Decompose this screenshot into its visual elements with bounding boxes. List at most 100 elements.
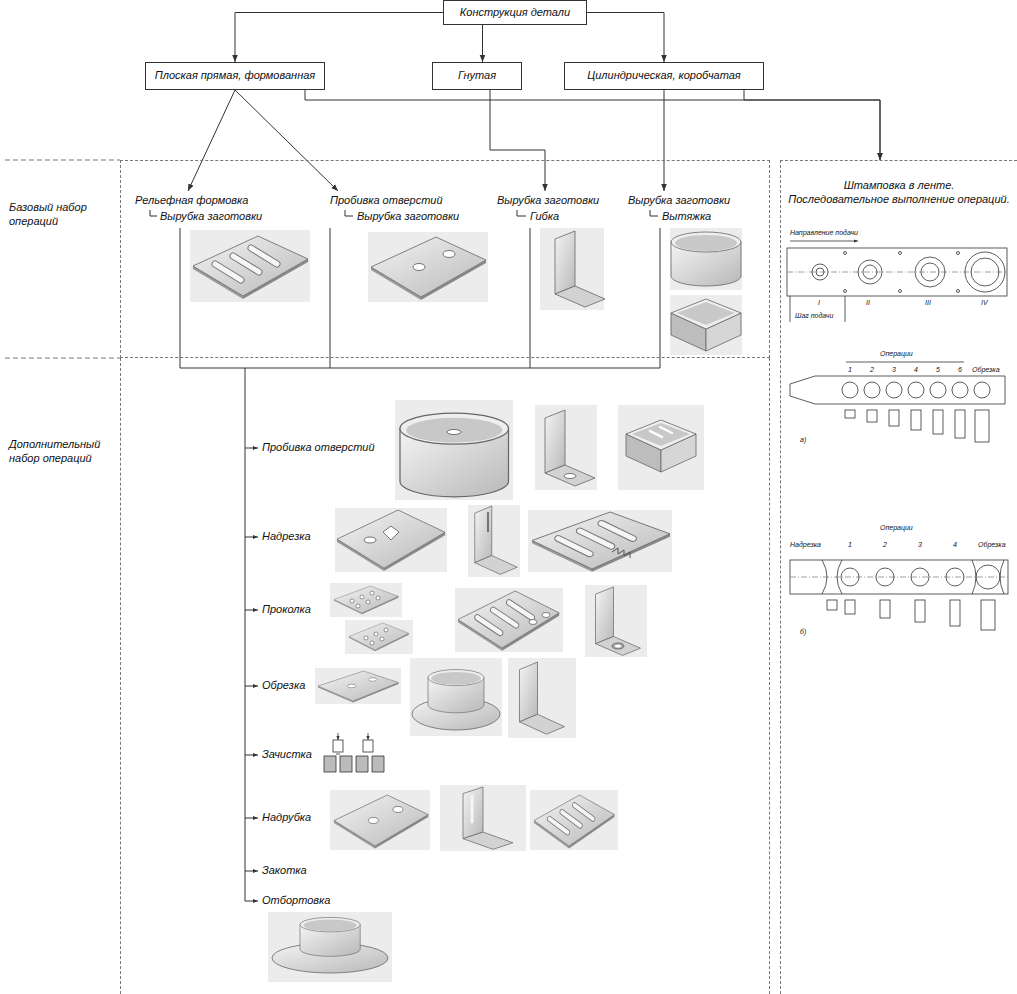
part-render (334, 795, 428, 849)
strip-drawing (899, 252, 902, 255)
node-text: Конструкция детали (460, 6, 570, 20)
strip-drawing (952, 382, 968, 398)
part-render (340, 756, 352, 772)
part-render (324, 733, 384, 772)
grid-lines (5, 160, 120, 358)
part-render (615, 645, 621, 648)
operation-label: Отбортовка (262, 894, 330, 907)
panel-heading: Последовательное выполнение операций. (781, 193, 1017, 207)
part-render (585, 585, 647, 657)
strip-drawing (971, 258, 999, 286)
part-render (193, 236, 308, 299)
part-render (300, 917, 360, 956)
strip-drawing (822, 560, 842, 594)
part-render (368, 232, 488, 302)
part-render (458, 591, 559, 651)
strip-label: 1 (848, 366, 852, 374)
part-render (334, 586, 398, 614)
strip-label: IV (981, 299, 988, 307)
leader-lines (245, 610, 258, 611)
strip-drawing (844, 290, 847, 293)
part-render (670, 228, 742, 290)
leader-lines (345, 210, 353, 216)
part-render (475, 506, 518, 574)
part-render (447, 430, 461, 435)
leader-lines (245, 871, 258, 872)
part-render (671, 232, 741, 286)
part-render (455, 588, 563, 652)
leader-lines (517, 210, 526, 216)
strip-label: 2 (883, 541, 887, 549)
strip-drawing (812, 264, 828, 280)
strip-drawing (864, 382, 880, 398)
operation-label: Вырубка заготовки (357, 210, 459, 223)
strip-drawing (846, 362, 964, 363)
strip-drawing (844, 252, 847, 255)
part-render (475, 506, 518, 574)
part-render (300, 917, 360, 956)
part-render (529, 620, 537, 625)
part-render (383, 526, 399, 540)
part-render (596, 587, 641, 655)
strip-drawing (790, 241, 858, 242)
operation-label: Надрубка (262, 811, 311, 824)
operation-label: Пробивка отверстий (262, 441, 375, 454)
leader-lines (180, 368, 660, 369)
strip-drawing (863, 265, 877, 279)
part-render (335, 508, 447, 572)
part-render (558, 523, 632, 553)
operation-label: Вырубка заготовки (497, 194, 599, 207)
part-render (371, 237, 486, 300)
part-render (370, 641, 374, 645)
part-render (193, 236, 308, 299)
part-render (670, 295, 742, 355)
operation-label: Зачистка (262, 748, 312, 761)
part-render (532, 512, 670, 572)
part-render (347, 678, 376, 688)
leader-lines (235, 90, 338, 191)
leader-lines (245, 818, 258, 819)
strip-drawing (816, 268, 824, 276)
strip-drawing (915, 600, 925, 622)
node-text: Плоская прямая, формованная (155, 69, 315, 83)
strip-drawing (858, 260, 882, 284)
part-render (520, 662, 565, 734)
strip-label: 3 (918, 541, 922, 549)
strip-drawing (933, 410, 943, 434)
leader-lines (664, 90, 665, 191)
part-render (360, 595, 364, 599)
part-render (463, 787, 513, 849)
part-render (330, 583, 402, 617)
node-text: Цилиндрическая, коробчатая (587, 69, 741, 83)
strip-label: Надрезка (790, 541, 821, 549)
part-render (337, 510, 445, 571)
part-render (618, 405, 704, 490)
strip-label: 6 (958, 366, 962, 374)
strip-drawing (841, 568, 859, 586)
part-render (370, 591, 374, 595)
part-render (612, 548, 630, 558)
part-render (508, 658, 576, 738)
strip-label: б) (800, 628, 806, 636)
strip-drawing (965, 252, 1005, 292)
part-render (190, 228, 742, 982)
strip-drawing (911, 568, 929, 586)
grid-lines (5, 160, 120, 161)
strip-label: Операции (880, 350, 913, 358)
part-render (520, 662, 565, 734)
part-render (671, 299, 741, 351)
strip-drawing (975, 410, 989, 442)
strip-drawing (876, 568, 894, 586)
part-render (440, 785, 526, 851)
operation-label: Вырубка заготовки (160, 210, 262, 223)
row-heading: Дополнительный набор операций (9, 438, 109, 466)
part-render (349, 623, 409, 651)
part-render (555, 231, 605, 307)
strip-drawing (790, 577, 1008, 578)
operation-label: Вытяжка (662, 210, 711, 223)
strip-drawing (946, 568, 964, 586)
part-render (529, 613, 550, 625)
part-render (428, 670, 484, 713)
strip-label: Шаг подачи (795, 312, 833, 320)
